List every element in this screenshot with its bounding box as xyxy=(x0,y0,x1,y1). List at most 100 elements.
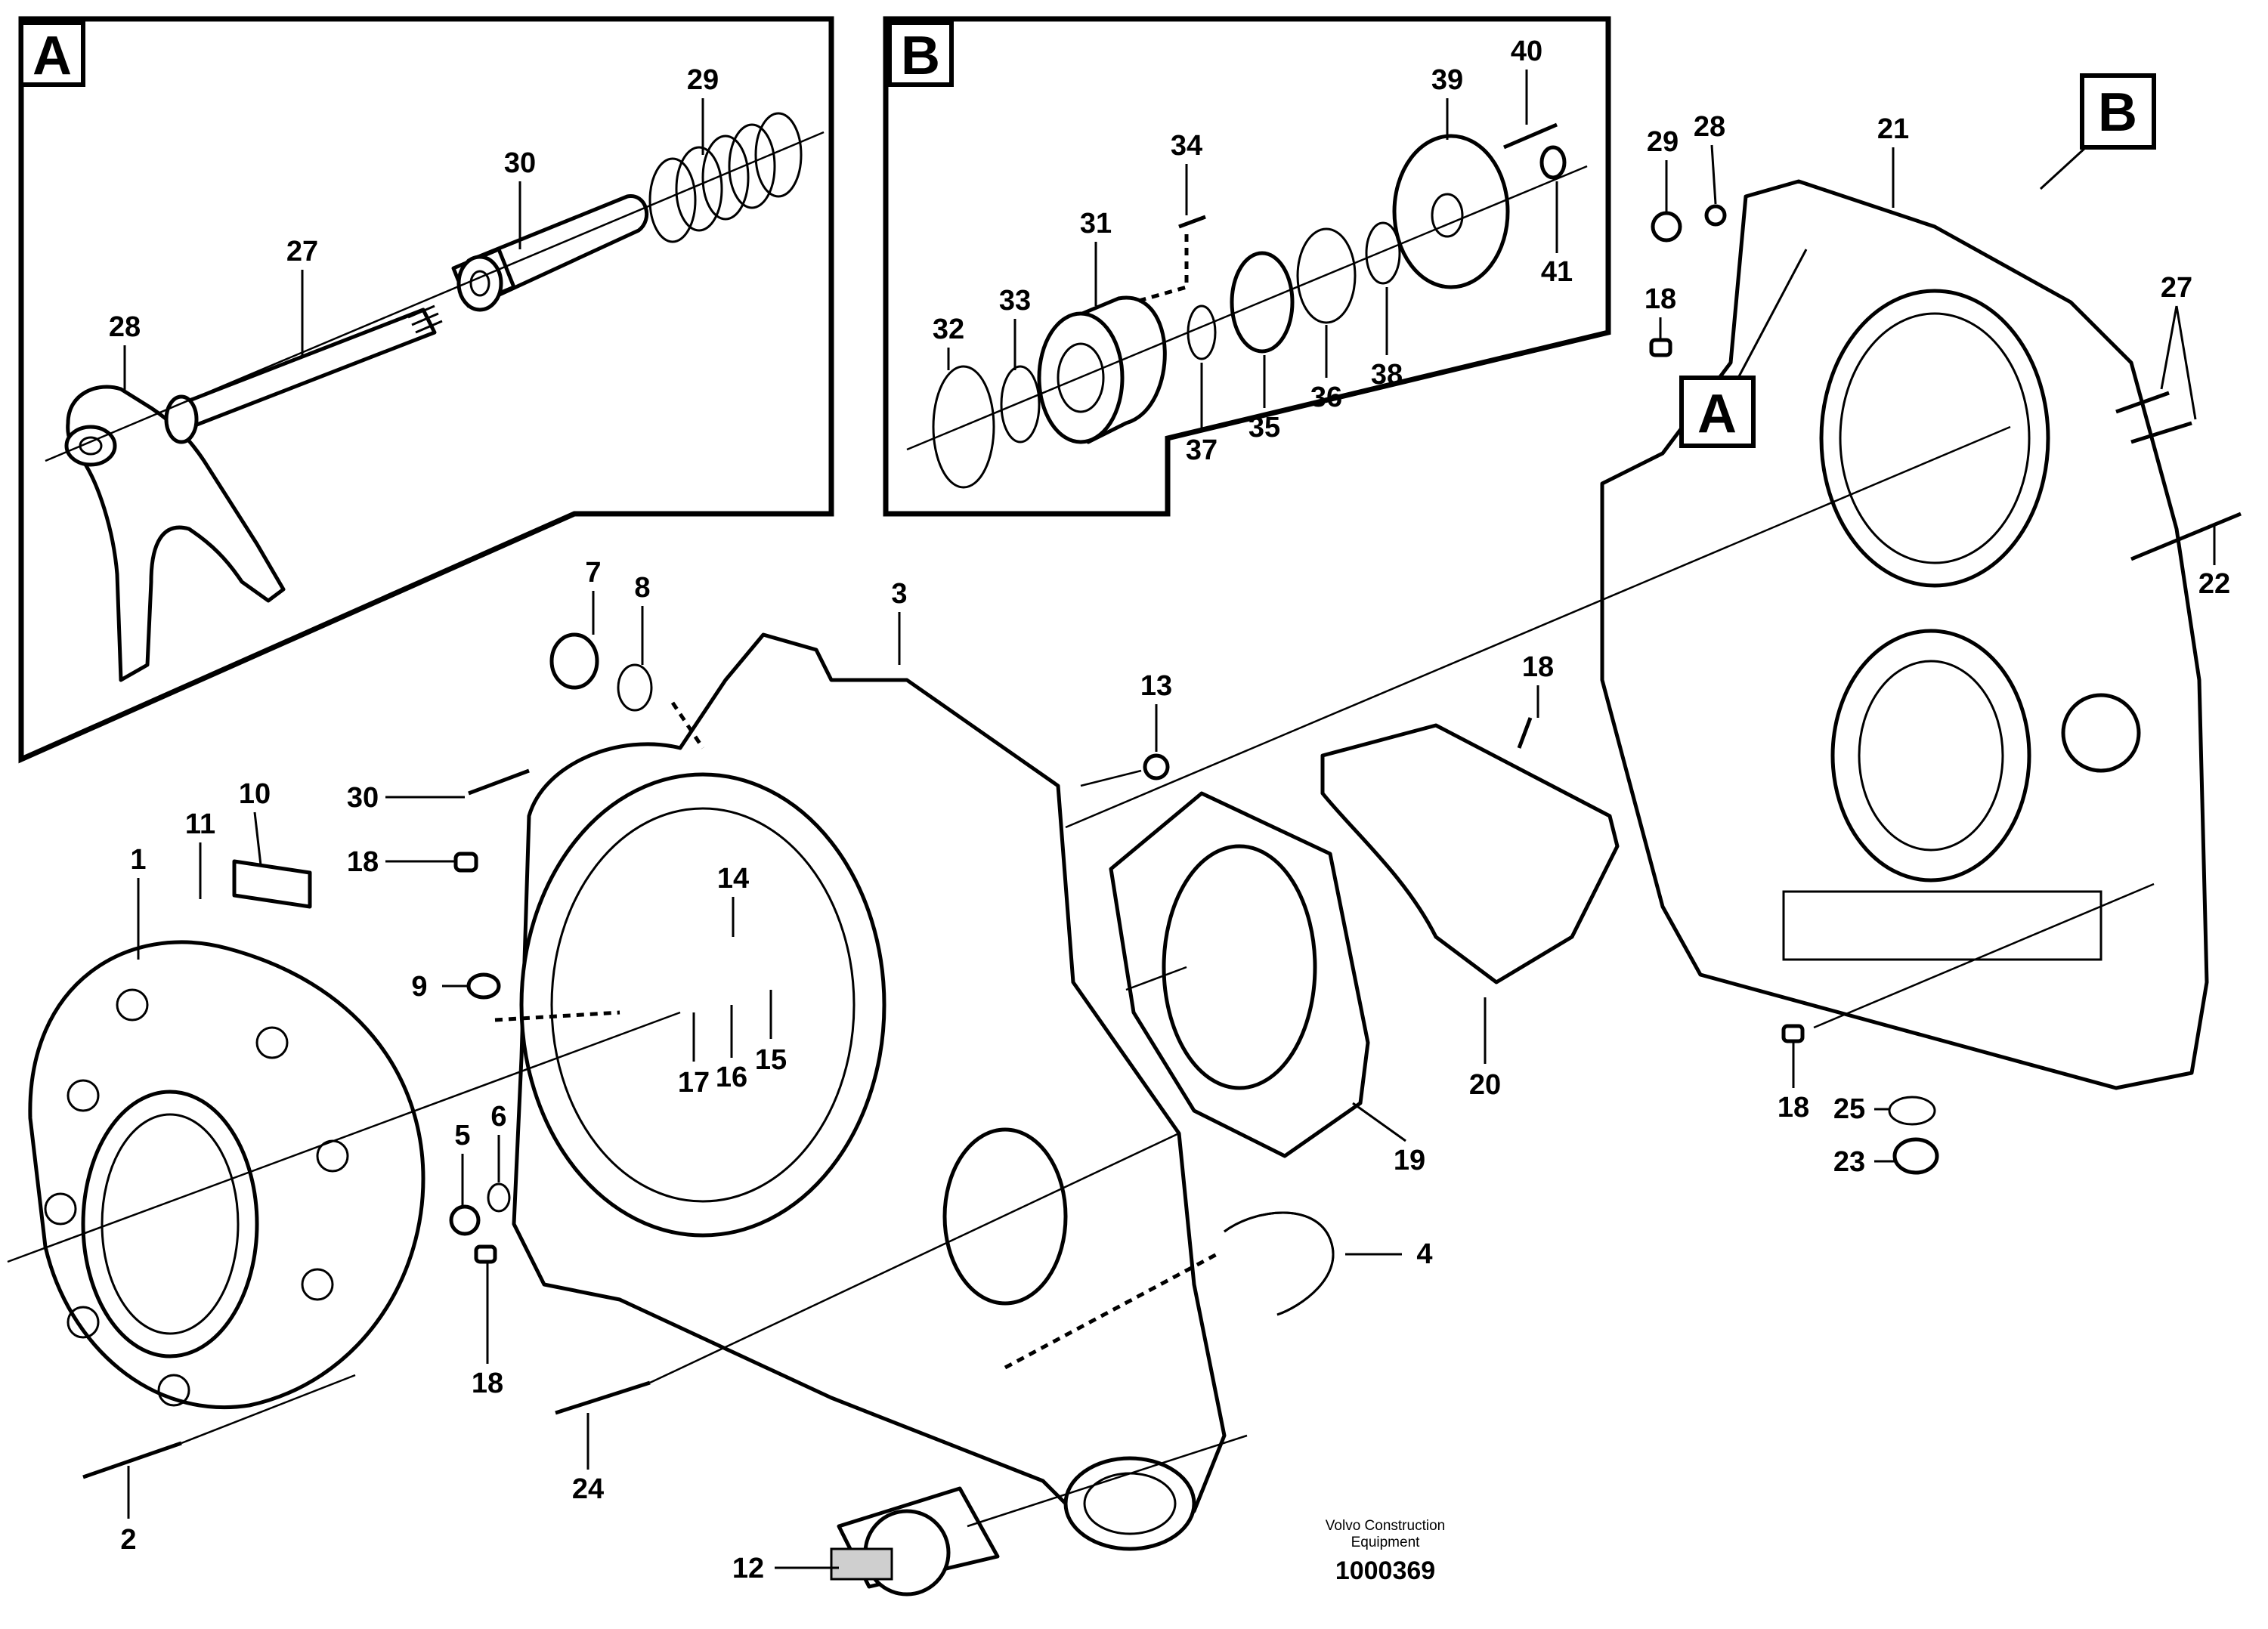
callout-34: 30 xyxy=(504,147,536,179)
callout-14: 14 xyxy=(717,863,749,895)
callout-22: 24 xyxy=(572,1473,604,1505)
nut-45 xyxy=(1539,145,1567,180)
screw-5 xyxy=(449,1204,481,1236)
ring-26 xyxy=(1888,1096,1936,1126)
pin-18b xyxy=(474,1244,497,1264)
brand-line-2: Equipment xyxy=(1351,1535,1421,1550)
shield-20 xyxy=(1320,723,1620,985)
bushing-12 xyxy=(830,1486,1000,1597)
callout-28: 28 xyxy=(1694,111,1725,143)
callout-39: 35 xyxy=(1248,412,1280,444)
sensor-30 xyxy=(468,768,530,796)
callout-45: 41 xyxy=(1541,256,1573,288)
screw-21 xyxy=(1517,717,1533,749)
plate-10 xyxy=(232,859,312,909)
inset-a-label: A xyxy=(32,26,72,86)
ring-42 xyxy=(1365,221,1401,285)
screw-38 xyxy=(1178,215,1206,229)
inset-a: A xyxy=(18,16,834,764)
plug-29 xyxy=(1651,211,1682,243)
pin-18a xyxy=(453,852,478,873)
callout-11: 11 xyxy=(185,808,215,840)
screw-28 xyxy=(1704,204,1727,227)
callout-23: 21 xyxy=(1877,113,1909,145)
callout-44: 40 xyxy=(1511,36,1542,67)
cover-1 xyxy=(28,940,425,1410)
callout-18-a: 18 xyxy=(347,846,379,878)
callout-18-d: 18 xyxy=(1645,283,1676,315)
screw-27b xyxy=(2130,421,2192,444)
callout-21: 18 xyxy=(1522,651,1554,683)
document-number: 1000369 xyxy=(1335,1556,1435,1585)
callout-9: 9 xyxy=(411,971,427,1003)
hose-4 xyxy=(1224,1211,1335,1316)
pin-18d xyxy=(1649,338,1672,357)
callout-15: 15 xyxy=(755,1044,787,1076)
callout-18-b: 18 xyxy=(472,1368,503,1399)
bolt-22 xyxy=(555,1380,651,1415)
svg-text:A: A xyxy=(1697,384,1737,444)
callout-37: 33 xyxy=(999,285,1031,317)
bolt-44 xyxy=(1503,122,1558,150)
inset-b-label: B xyxy=(901,26,940,86)
seal-37 xyxy=(1000,365,1041,444)
callout-19: 19 xyxy=(1394,1145,1425,1176)
callout-8: 8 xyxy=(634,572,650,604)
callout-41: 37 xyxy=(1186,434,1218,466)
callout-13: 13 xyxy=(1140,670,1172,702)
gasket-19 xyxy=(1109,791,1370,1158)
cover-43 xyxy=(1392,134,1510,289)
callout-20: 20 xyxy=(1469,1069,1501,1101)
callout-32: 28 xyxy=(109,311,141,343)
washer-6 xyxy=(487,1182,511,1213)
housing-3 xyxy=(512,632,1227,1551)
callout-2: 2 xyxy=(120,1524,136,1556)
callout-35: 31 xyxy=(1080,208,1112,240)
callout-27: 27 xyxy=(2161,272,2192,304)
plug-25 xyxy=(1892,1137,1939,1175)
callout-3: 3 xyxy=(891,578,907,610)
callout-6: 6 xyxy=(490,1101,506,1133)
o-ring-36 xyxy=(932,365,995,489)
screw-27a xyxy=(2115,391,2170,414)
callout-12: 12 xyxy=(732,1553,764,1584)
rear-housing-23 xyxy=(1600,179,2209,1090)
callout-36: 32 xyxy=(933,314,964,345)
piston xyxy=(451,194,649,312)
callout-26: 25 xyxy=(1833,1093,1865,1125)
callout-1: 1 xyxy=(130,844,146,876)
plug-13 xyxy=(1143,753,1170,780)
pin-18c xyxy=(1781,1024,1805,1043)
svg-text:B: B xyxy=(2098,82,2137,143)
callout-31: 27 xyxy=(286,236,318,267)
callout-29: 29 xyxy=(1647,126,1679,158)
inset-b: B xyxy=(883,16,1611,517)
washer-8 xyxy=(617,663,653,712)
callout-18-c: 18 xyxy=(1778,1092,1809,1124)
callout-38: 34 xyxy=(1171,130,1202,162)
plug-7 xyxy=(549,632,599,690)
callout-24: 22 xyxy=(2198,568,2230,600)
callout-25: 23 xyxy=(1833,1146,1865,1178)
callout-17: 17 xyxy=(678,1067,710,1099)
bolt-2 xyxy=(82,1441,182,1479)
view-marker-b: B xyxy=(2039,73,2156,190)
callout-42: 38 xyxy=(1371,359,1403,391)
callout-labels: 29 30 27 28 40 39 34 31 33 32 41 38 36 3… xyxy=(109,36,2230,1584)
callout-4: 4 xyxy=(1416,1238,1432,1270)
spring xyxy=(648,112,803,243)
shift-fork xyxy=(64,385,286,682)
bolt-24 xyxy=(2130,512,2242,561)
callout-10: 10 xyxy=(239,778,271,810)
callout-33: 29 xyxy=(687,64,719,96)
shift-rod xyxy=(164,304,443,444)
callout-16: 16 xyxy=(716,1062,747,1093)
hose-4-inner xyxy=(1224,1211,1335,1316)
callout-5: 5 xyxy=(454,1120,470,1151)
callout-30: 30 xyxy=(347,782,379,814)
ring-40 xyxy=(1296,227,1357,324)
callout-43: 39 xyxy=(1431,64,1463,96)
callout-7: 7 xyxy=(585,557,601,589)
